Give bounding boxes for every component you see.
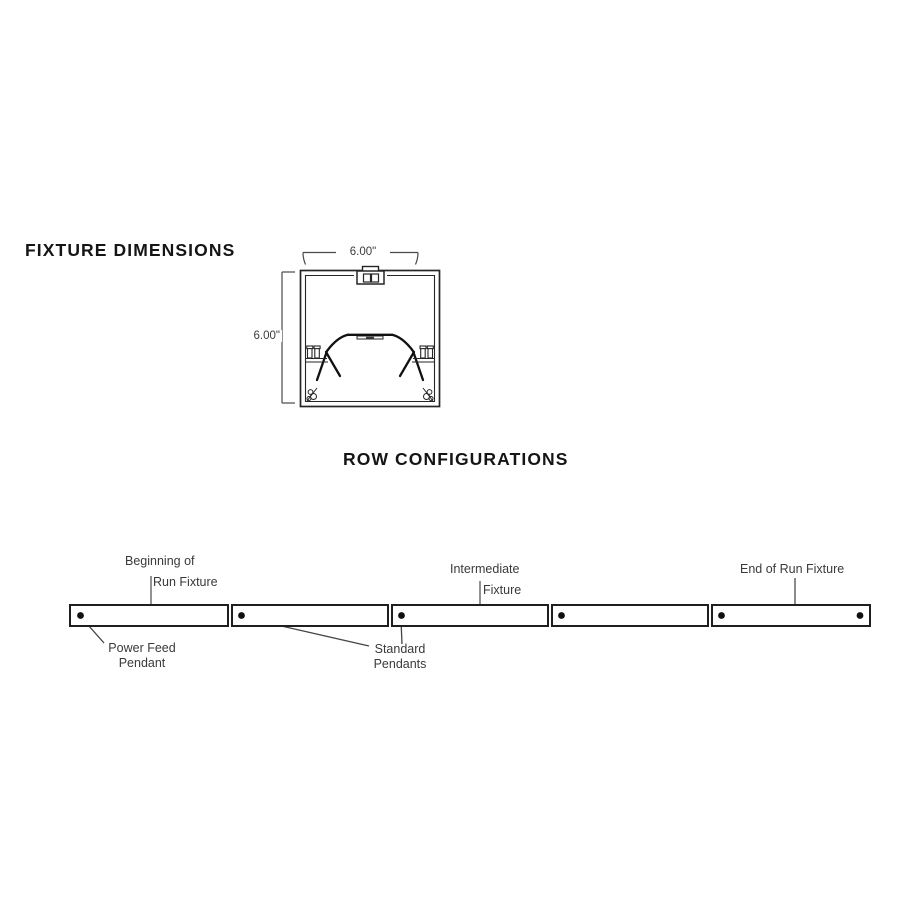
row-fixture-segment (711, 604, 871, 627)
fixture-outer-housing (299, 269, 441, 408)
pendant-dot (718, 612, 725, 619)
intermediate-fixture-label-line1: Intermediate (450, 562, 520, 576)
end-of-run-fixture-label: End of Run Fixture (740, 562, 845, 576)
standard-pendants-label-line1: Standard (374, 642, 426, 656)
intermediate-fixture-label: Intermediate Fixture (450, 559, 521, 601)
row-fixture-segments (69, 604, 871, 627)
width-dimension-label: 6.00" (336, 246, 390, 258)
beginning-of-run-label-line1: Beginning of (125, 554, 195, 568)
power-feed-pendant-label-line2: Pendant (118, 656, 166, 670)
standard-pendants-label: Standard Pendants (370, 642, 430, 672)
reflector-wires (315, 333, 425, 382)
beginning-of-run-label-line2: Run Fixture (153, 575, 218, 589)
height-dimension-line (281, 271, 295, 404)
row-fixture-segment (69, 604, 229, 627)
pendant-dot (77, 612, 84, 619)
pendant-dot (238, 612, 245, 619)
row-fixture-segment (231, 604, 389, 627)
pendant-dot (398, 612, 405, 619)
led-board (356, 335, 384, 340)
fixture-cross-section-diagram (281, 251, 441, 408)
row-diagram (69, 576, 871, 647)
power-feed-pendant-label: Power Feed Pendant (104, 641, 180, 671)
pendant-dot (558, 612, 565, 619)
side-clips (305, 345, 435, 363)
beginning-of-run-label: Beginning of Run Fixture (125, 551, 218, 593)
standard-pendants-label-line2: Pendants (373, 657, 427, 671)
row-configurations-title: ROW CONFIGURATIONS (343, 449, 569, 469)
height-dimension-label: 6.00" (240, 330, 282, 342)
pendant-dots (77, 612, 864, 619)
mounting-bracket (356, 265, 385, 285)
fixture-dimensions-title: FIXTURE DIMENSIONS (25, 240, 236, 260)
row-fixture-segment (551, 604, 709, 627)
intermediate-fixture-label-line2: Fixture (483, 583, 522, 597)
corner-screw-bosses (306, 387, 434, 402)
row-fixture-segment (391, 604, 549, 627)
pendant-dot (856, 612, 864, 619)
fixture-inner-wall (304, 274, 436, 403)
power-feed-pendant-label-line1: Power Feed (108, 641, 176, 655)
